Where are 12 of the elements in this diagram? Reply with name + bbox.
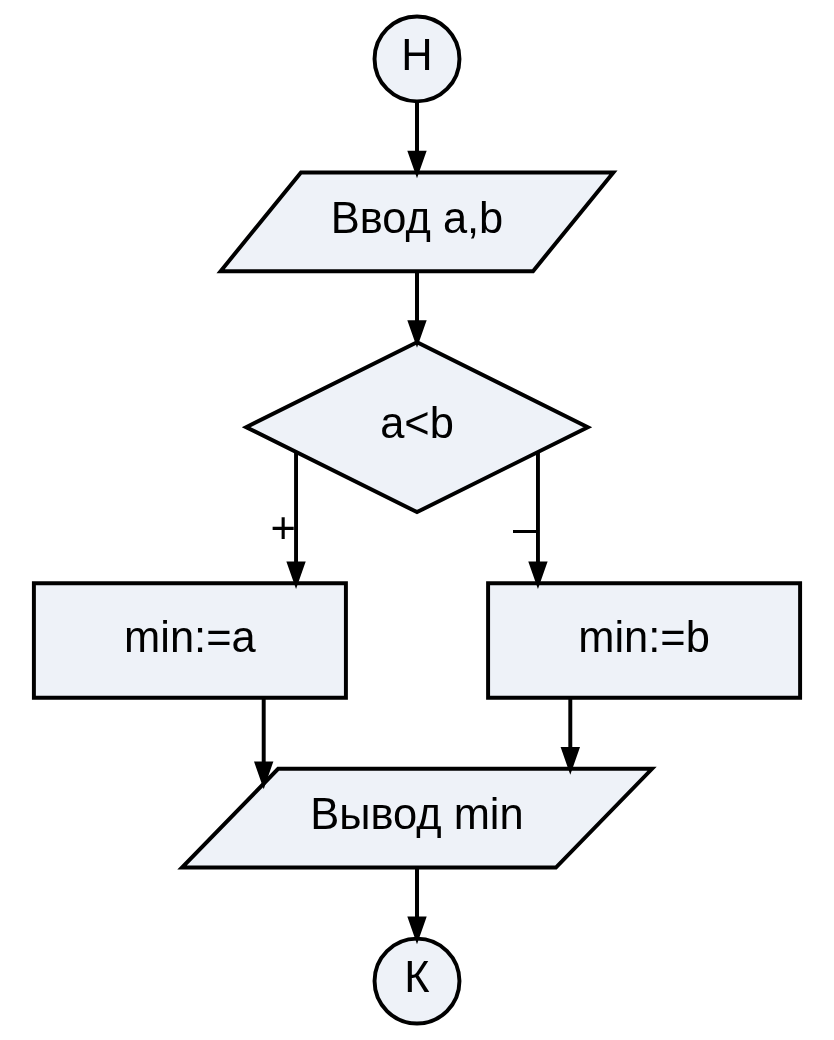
node-box: min:=a: [31, 581, 348, 700]
arrow: [254, 698, 274, 790]
arrow: [407, 867, 427, 945]
node-circle: К: [372, 936, 462, 1026]
arrow: [407, 271, 427, 348]
arrow: [528, 452, 548, 590]
node-circle: Н: [372, 14, 462, 104]
node-box: min:=b: [486, 581, 803, 700]
arrow: [286, 452, 306, 590]
node-diamond: a<b: [241, 340, 593, 515]
arrow: [407, 101, 427, 179]
arrow: [560, 698, 580, 775]
